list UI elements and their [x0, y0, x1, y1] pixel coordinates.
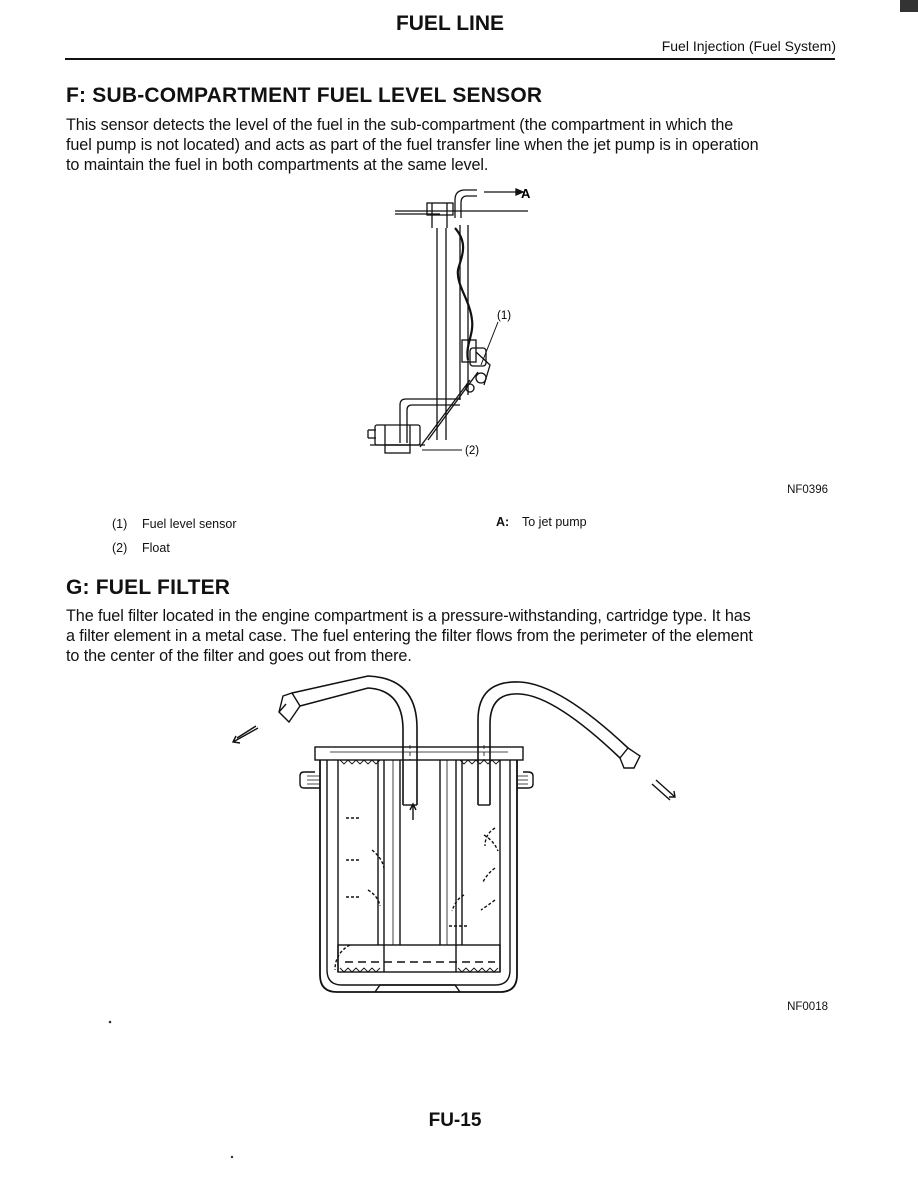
section-f-line-3: to maintain the fuel in both compartment…	[66, 156, 489, 174]
legend-item-1-text: Fuel level sensor	[142, 517, 237, 531]
section-f-paragraph: This sensor detects the level of the fue…	[66, 115, 841, 175]
legend-item-2-number: (2)	[112, 541, 128, 555]
section-title: Fuel Injection (Fuel System)	[661, 38, 836, 54]
section-f-line-2: fuel pump is not located) and acts as pa…	[66, 136, 759, 154]
callout-a: A	[521, 186, 531, 201]
callout-2: (2)	[465, 445, 479, 457]
legend-item-1: (1) Fuel level sensor	[112, 517, 237, 531]
section-g-line-2: a filter element in a metal case. The fu…	[66, 627, 753, 645]
header-rule	[65, 58, 835, 60]
figure-code-nf0018: NF0018	[787, 1001, 828, 1013]
figure-code-nf0396: NF0396	[787, 484, 828, 496]
legend-key-a: A: To jet pump	[496, 515, 587, 529]
legend-item-2: (2) Float	[112, 541, 170, 555]
speck-2	[230, 1155, 234, 1159]
legend-item-1-number: (1)	[112, 517, 128, 531]
section-f-line-1: This sensor detects the level of the fue…	[66, 116, 734, 134]
legend-key-a-key: A:	[496, 515, 510, 529]
section-f-heading: F: SUB-COMPARTMENT FUEL LEVEL SENSOR	[66, 84, 543, 107]
legend-key-a-text: To jet pump	[522, 515, 587, 529]
section-g-line-1: The fuel filter located in the engine co…	[66, 607, 751, 625]
corner-mark	[900, 0, 918, 12]
chapter-title: FUEL LINE	[395, 12, 505, 35]
legend-item-2-text: Float	[142, 541, 170, 555]
speck-1	[108, 1020, 112, 1024]
section-g-paragraph: The fuel filter located in the engine co…	[66, 606, 841, 666]
section-g-heading: G: FUEL FILTER	[66, 576, 231, 599]
callout-1: (1)	[497, 310, 511, 322]
page-number: FU-15	[428, 1110, 482, 1131]
section-g-line-3: to the center of the filter and goes out…	[66, 647, 412, 665]
